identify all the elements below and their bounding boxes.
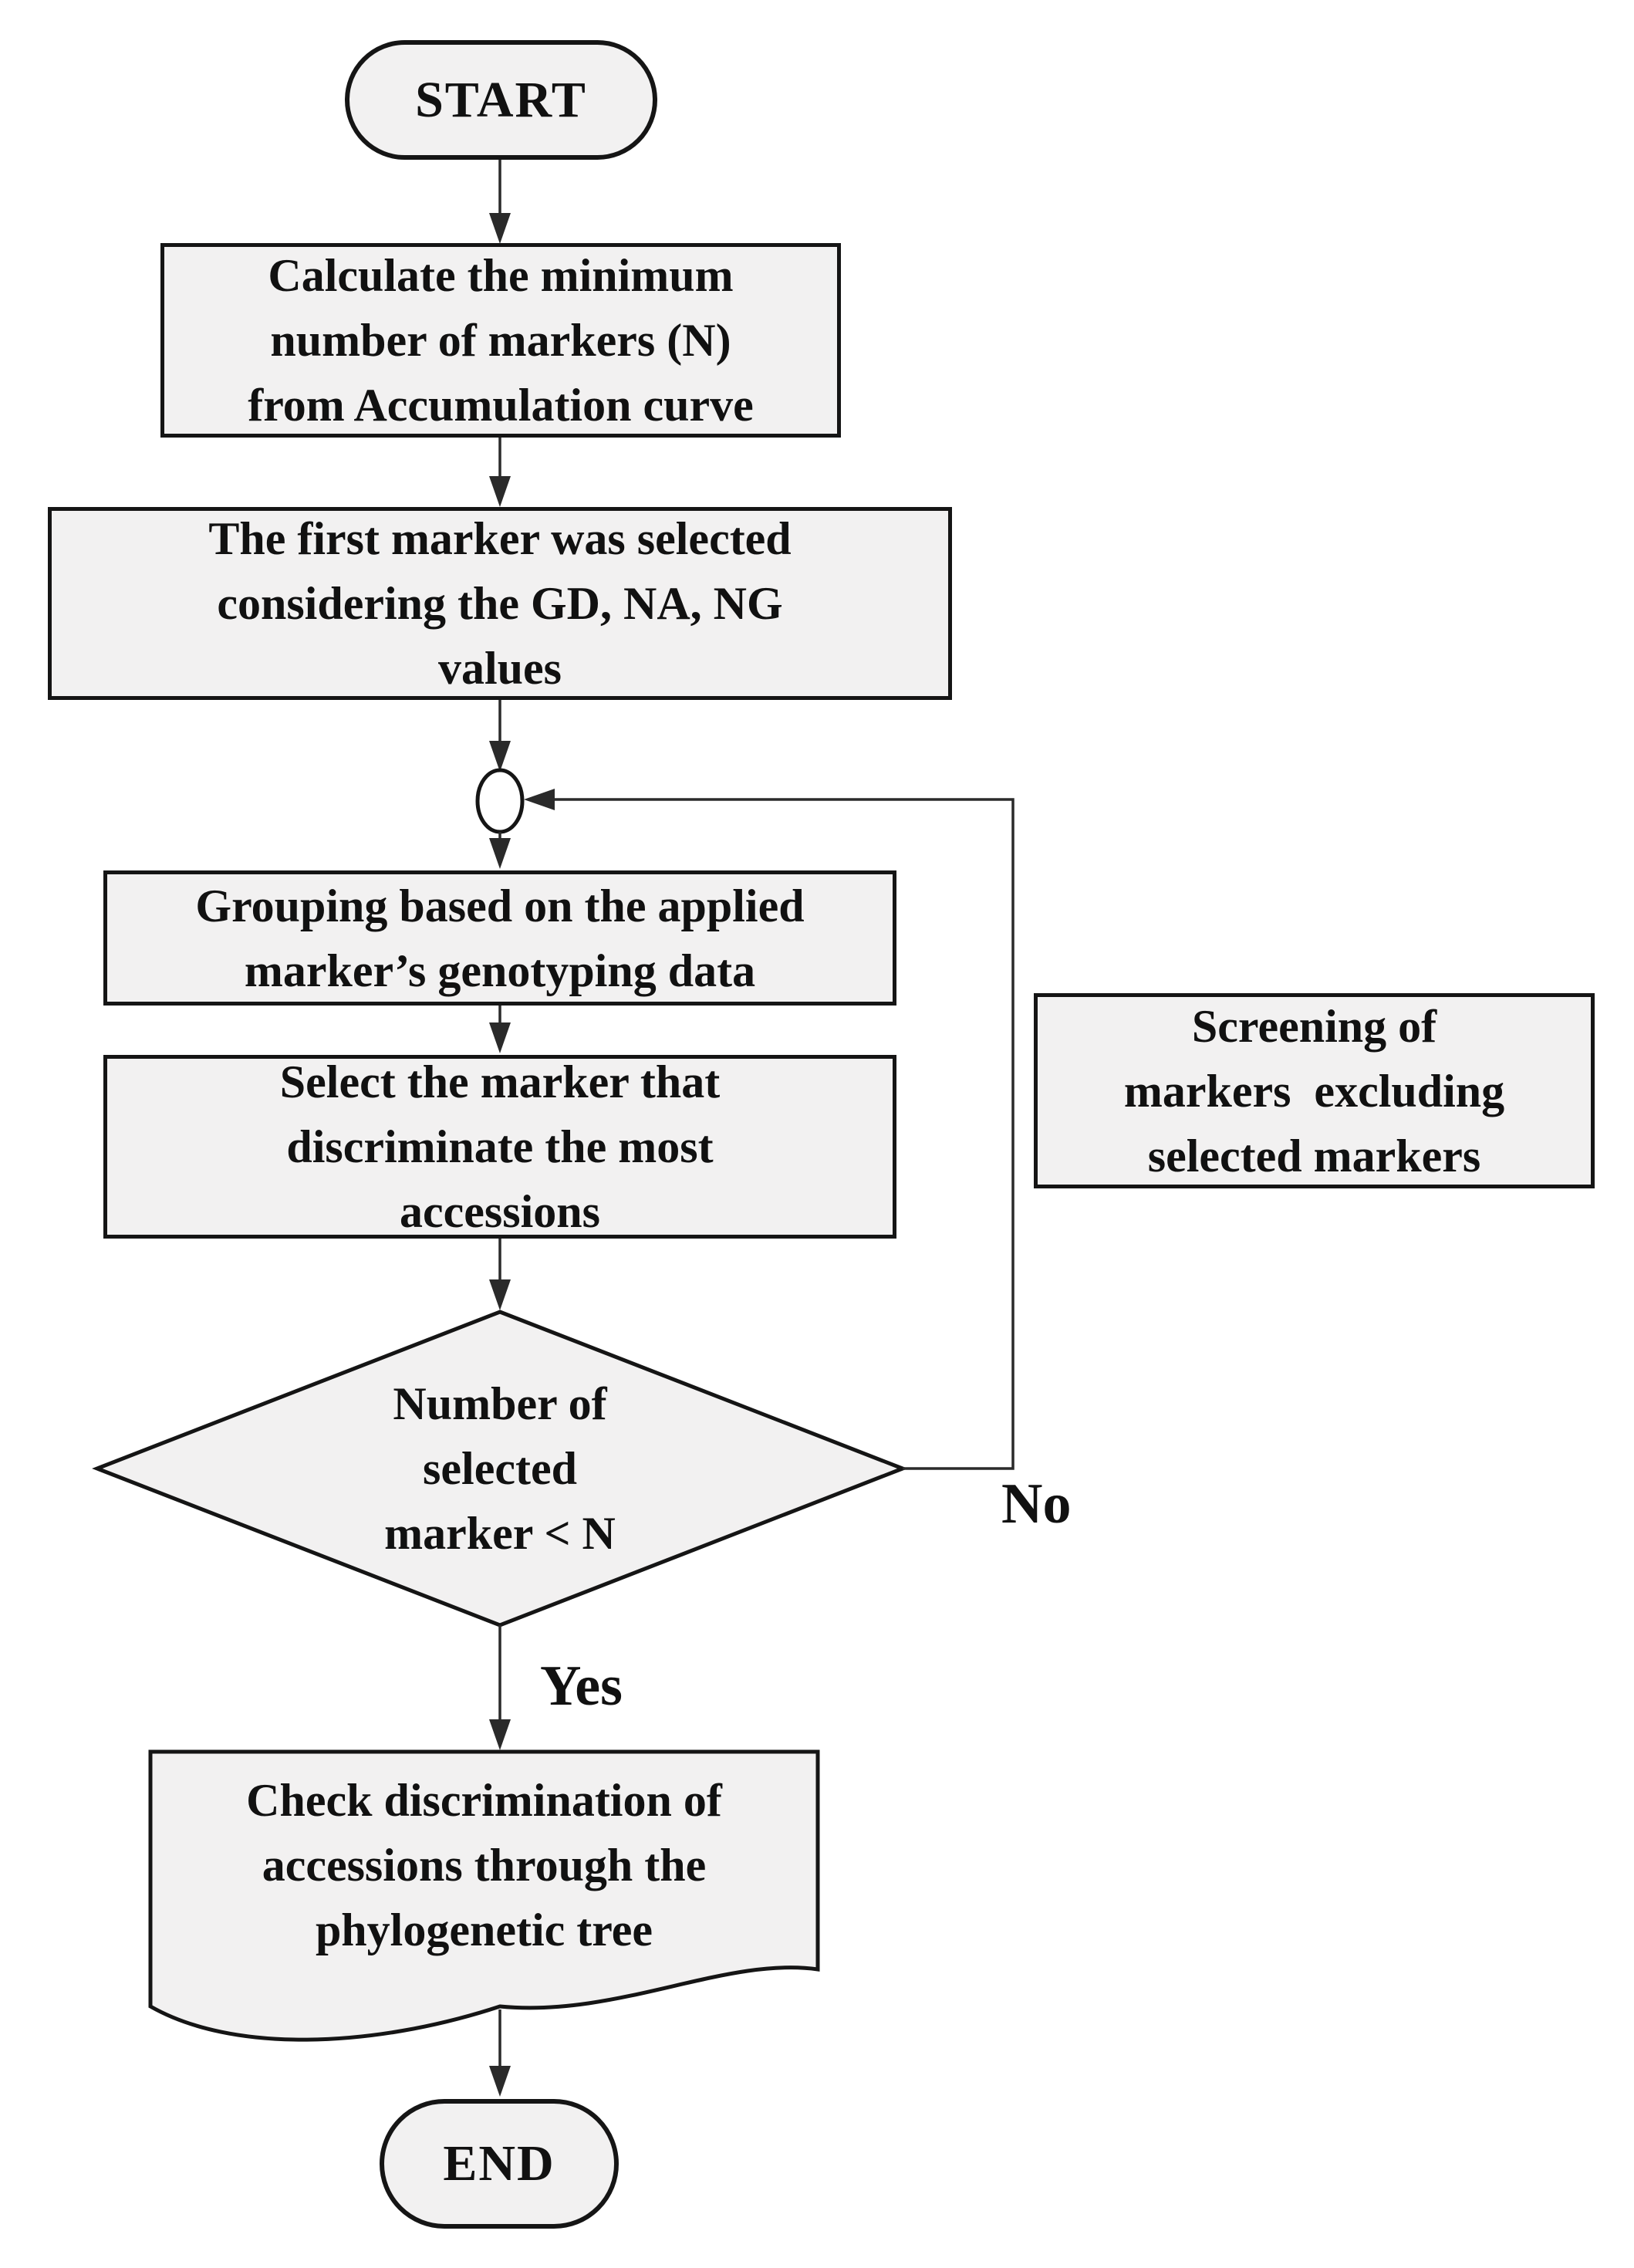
arrowhead-select-to-decision [489,1279,511,1310]
arrowhead-start-to-calc [489,213,511,244]
process-grouping-label: Grouping based on the applied marker’s g… [195,880,805,996]
arrowhead-junction-to-grouping [489,838,511,869]
process-screening: Screening of markers excluding selected … [1034,993,1595,1188]
start-label: START [415,71,587,128]
start-terminator: START [345,40,657,160]
process-calculate-markers: Calculate the minimum number of markers … [160,243,841,438]
process-select-marker: Select the marker that discriminate the … [103,1055,896,1239]
arrowhead-no-feedback-to-junction [524,789,555,810]
process-screening-label: Screening of markers excluding selected … [1123,1000,1505,1181]
process-select-marker-label: Select the marker that discriminate the … [279,1056,721,1237]
junction-circle [475,768,525,834]
arrowhead-first-to-junction [489,741,511,772]
edge-label-no: No [1001,1472,1072,1536]
arrowhead-calc-to-first [489,476,511,507]
process-calculate-markers-label: Calculate the minimum number of markers … [248,250,754,431]
arrowhead-decision-to-check [489,1719,511,1750]
end-terminator: END [380,2099,619,2229]
process-first-marker-label: The first marker was selected considerin… [208,513,792,694]
process-grouping: Grouping based on the applied marker’s g… [103,870,896,1006]
edge-label-yes: Yes [540,1655,623,1718]
decision-diamond-shape [92,1310,908,1627]
arrowhead-grouping-to-select [489,1022,511,1053]
arrowhead-check-to-end [489,2066,511,2097]
document-shape [148,1749,820,2042]
end-label: END [443,2135,555,2192]
edge-decision-no-feedback [552,798,1014,1470]
process-first-marker: The first marker was selected considerin… [48,507,952,700]
